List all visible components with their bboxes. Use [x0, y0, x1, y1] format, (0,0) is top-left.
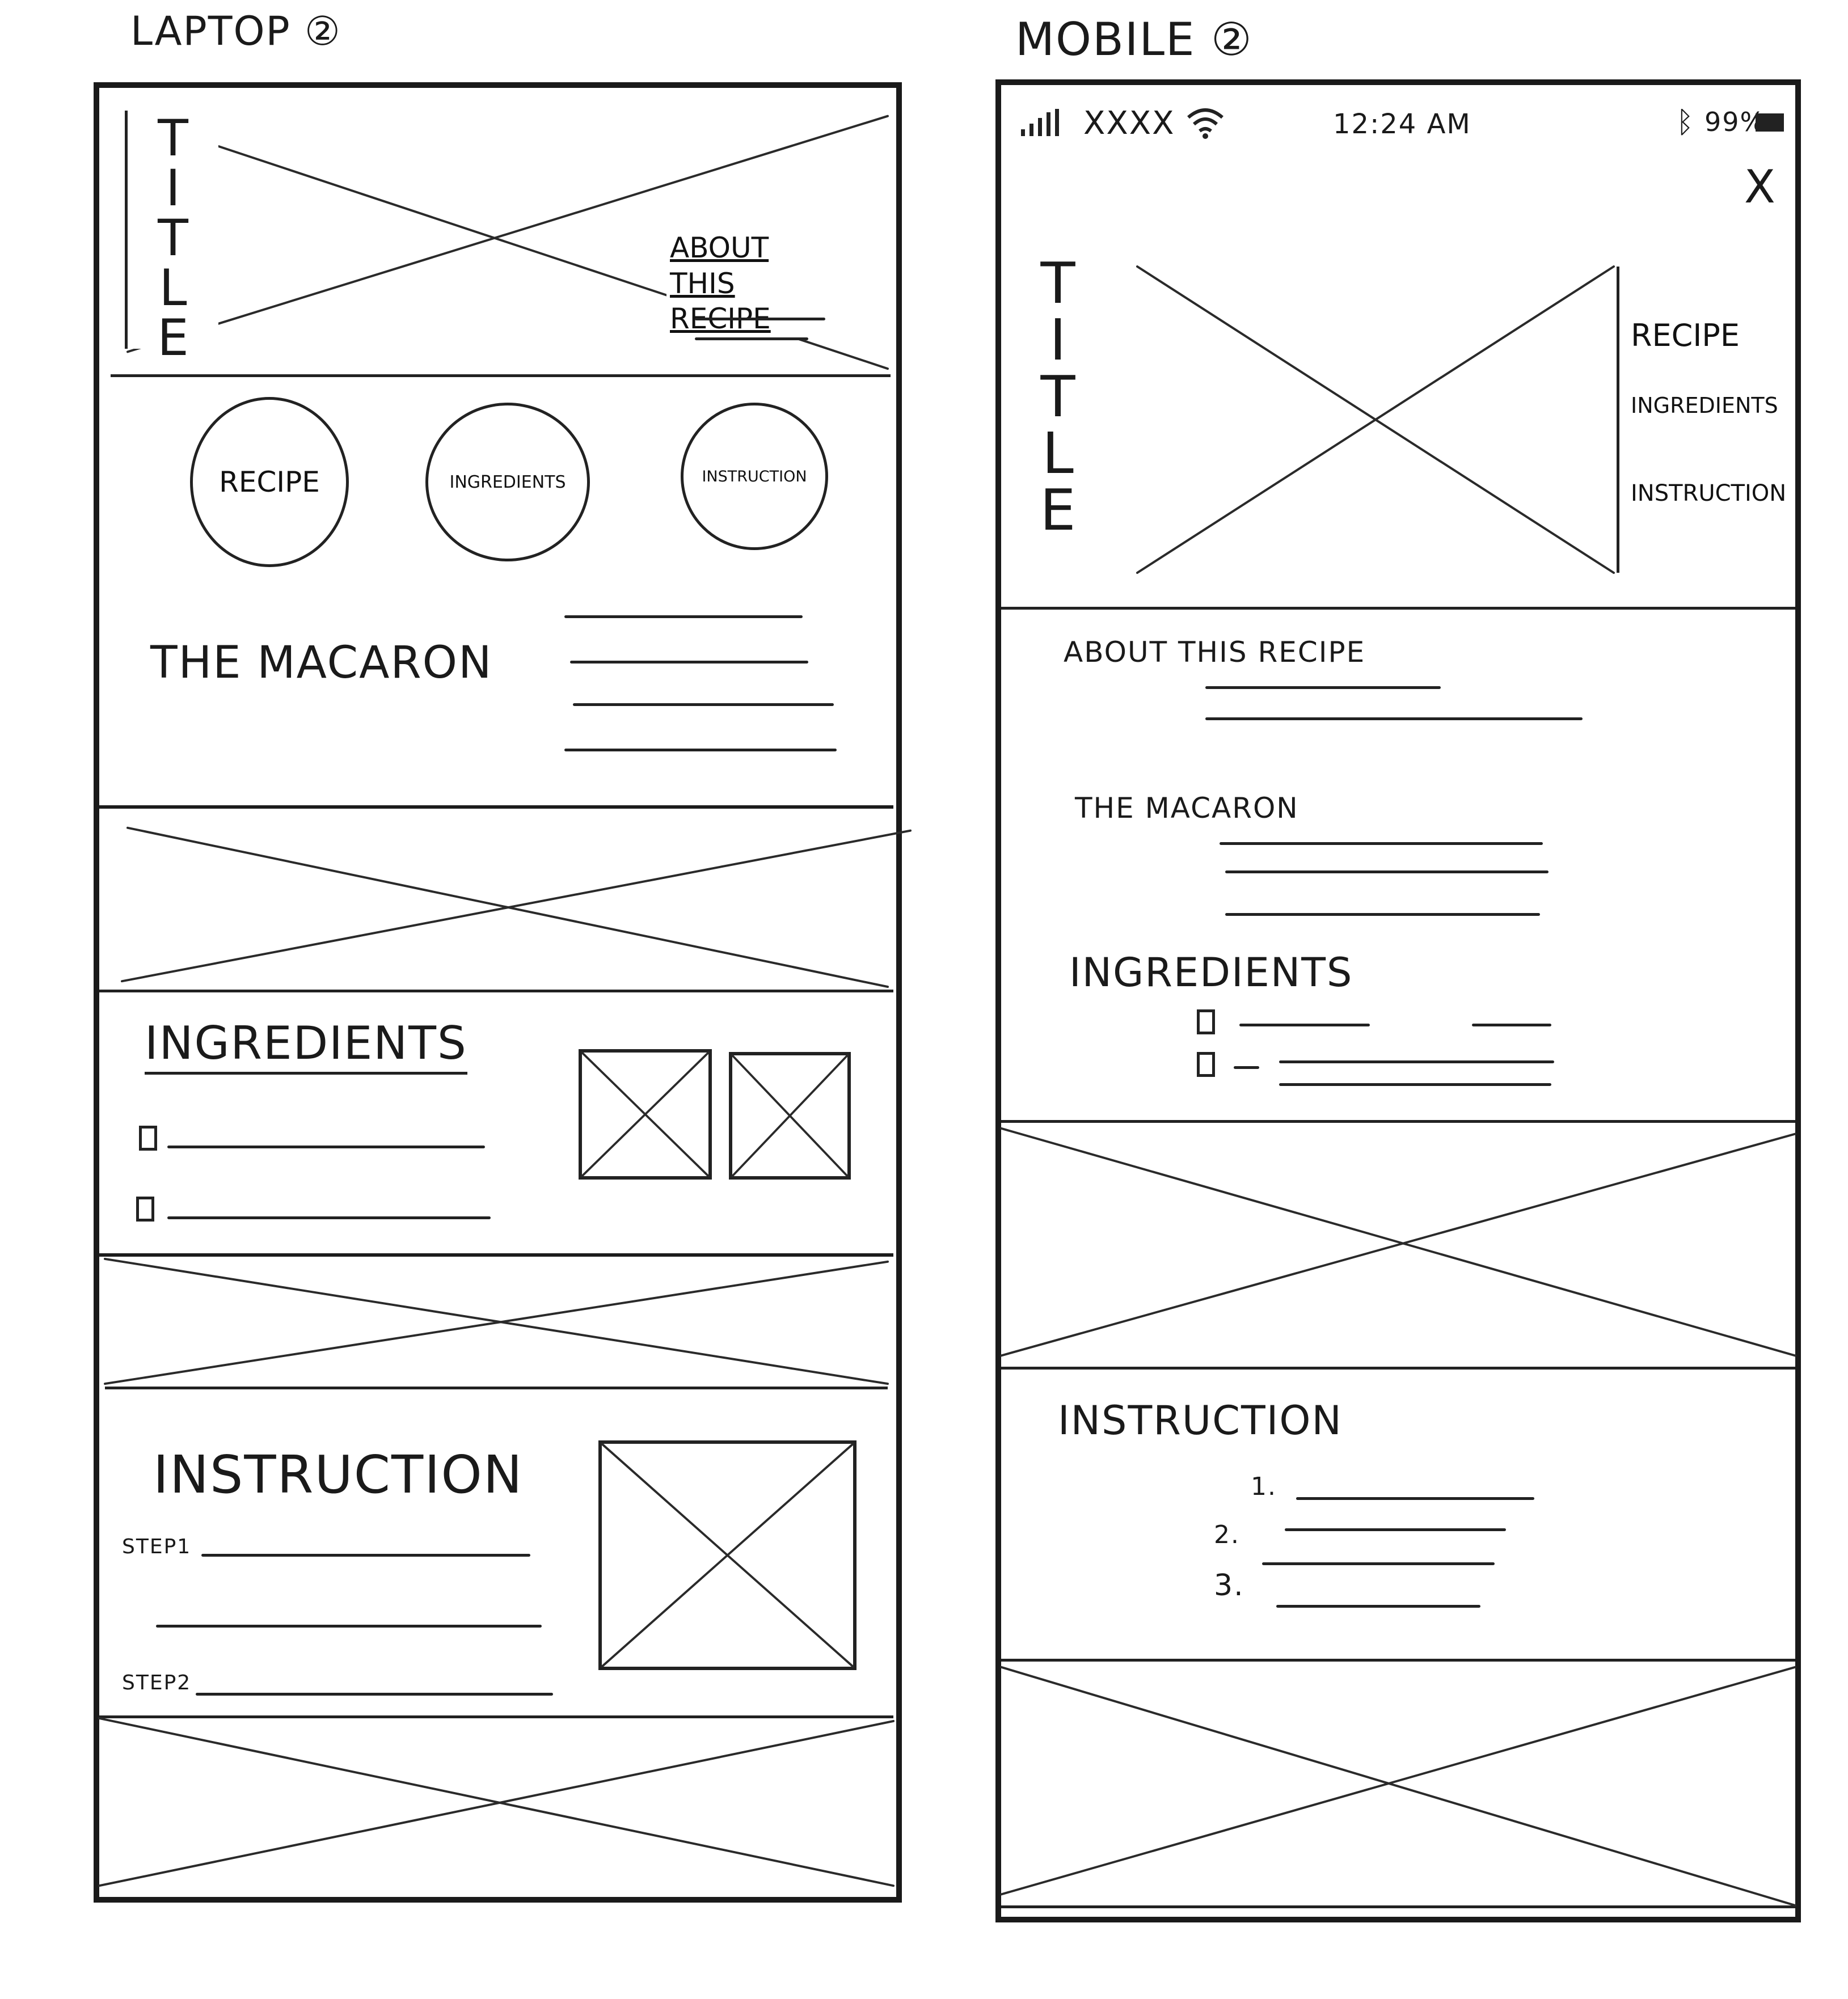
- image-placeholder-icon: [1000, 1666, 1796, 1907]
- checkbox-icon[interactable]: [139, 1126, 157, 1151]
- nav-circle-instruction[interactable]: INSTRUCTION: [681, 403, 828, 550]
- menu-item-instruction[interactable]: INSTRUCTION: [1631, 480, 1787, 506]
- mobile-about-label: ABOUT THIS RECIPE: [1064, 636, 1366, 669]
- mobile-footer-image: [1000, 1659, 1796, 1908]
- image-placeholder-icon: [601, 1443, 854, 1668]
- image-placeholder-icon: [98, 1717, 895, 1887]
- laptop-about-block: ABOUT THIS RECIPE: [666, 227, 855, 340]
- nav-circle-recipe[interactable]: RECIPE: [190, 397, 349, 567]
- checkbox-icon[interactable]: [136, 1197, 154, 1222]
- mobile-hero-image: [1136, 265, 1615, 574]
- about-recipe-label: ABOUT THIS RECIPE: [670, 231, 771, 335]
- laptop-intro-title: THE MACARON: [150, 637, 493, 688]
- menu-item-recipe[interactable]: RECIPE: [1631, 318, 1740, 353]
- mobile-side-menu: RECIPE INGREDIENTS INSTRUCTION: [1631, 318, 1795, 506]
- close-icon[interactable]: X: [1744, 160, 1777, 213]
- image-placeholder-icon: [731, 1054, 849, 1177]
- mobile-image-band-1: [1000, 1120, 1796, 1370]
- nav-circle-ingredients[interactable]: INGREDIENTS: [425, 403, 590, 561]
- laptop-heading: LAPTOP ②: [130, 8, 341, 54]
- image-placeholder-icon: [104, 1257, 889, 1385]
- ingredient-image-1: [579, 1049, 712, 1180]
- carrier-label: XXXX: [1083, 105, 1175, 142]
- bluetooth-icon: ᛒ: [1676, 105, 1695, 140]
- laptop-instruction-title: INSTRUCTION: [153, 1444, 524, 1505]
- laptop-frame: T I T L E ABOUT THIS RECIPE RECIPE INGRE…: [94, 82, 912, 1903]
- mobile-frame: XXXX 12:24 AM ᛒ 99% X T I T L E: [995, 79, 1801, 1922]
- battery-label: 99%: [1704, 107, 1766, 137]
- step-number-2: 2.: [1214, 1520, 1240, 1549]
- mobile-ingredients-title: INGREDIENTS: [1069, 949, 1353, 996]
- laptop-hero: T I T L E ABOUT THIS RECIPE: [111, 99, 891, 377]
- checkbox-icon[interactable]: [1197, 1052, 1215, 1077]
- mobile-heading: MOBILE ②: [1015, 13, 1253, 66]
- ingredient-image-2: [729, 1052, 851, 1180]
- signal-bars-icon: [1021, 108, 1066, 136]
- mobile-hero: T I T L E RECIPE INGREDIENTS INSTRUCTION: [1001, 181, 1795, 610]
- image-placeholder-icon: [581, 1051, 710, 1177]
- laptop-ingredients-title: INGREDIENTS: [145, 1021, 467, 1075]
- menu-item-ingredients[interactable]: INGREDIENTS: [1631, 393, 1778, 418]
- instruction-image: [598, 1440, 857, 1670]
- checkbox-icon[interactable]: [1197, 1009, 1215, 1034]
- image-placeholder-icon: [1000, 1127, 1796, 1357]
- step-number-1: 1.: [1251, 1472, 1277, 1501]
- status-time: 12:24 AM: [1333, 108, 1471, 140]
- step-label-1: STEP1: [122, 1535, 192, 1558]
- mobile-instruction-title: INSTRUCTION: [1058, 1397, 1343, 1444]
- image-placeholder-icon: [121, 826, 912, 988]
- step-number-3: 3.: [1214, 1569, 1244, 1603]
- laptop-image-band-1: [99, 819, 912, 992]
- wifi-icon: [1185, 105, 1225, 139]
- image-placeholder-icon: [1136, 265, 1615, 574]
- step-label-2: STEP2: [122, 1671, 192, 1694]
- laptop-image-band-2: [104, 1256, 889, 1389]
- mobile-hero-title: T I T L E: [1040, 250, 1076, 543]
- laptop-hero-title: T I T L E: [157, 109, 189, 367]
- battery-icon: [1756, 113, 1784, 132]
- mobile-intro-title: THE MACARON: [1075, 792, 1299, 825]
- status-bar: XXXX 12:24 AM ᛒ 99%: [1012, 102, 1790, 147]
- laptop-footer-image: [98, 1715, 895, 1894]
